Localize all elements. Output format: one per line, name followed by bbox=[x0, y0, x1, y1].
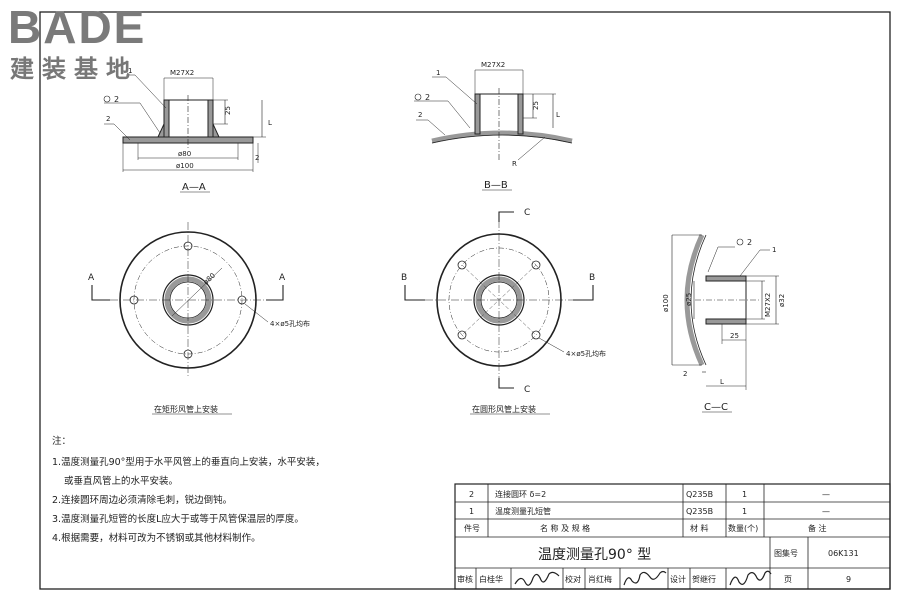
cc-title: C—C bbox=[704, 402, 728, 413]
check-name: 肖红梅 bbox=[588, 574, 612, 584]
aa-two: 2 bbox=[255, 154, 259, 162]
logo-main: BADE bbox=[8, 1, 147, 53]
bom-header-material: 材 料 bbox=[690, 523, 709, 533]
bom-header-remark: 备 注 bbox=[808, 523, 827, 533]
bom-row-2-name: 连接圆环 δ=2 bbox=[495, 489, 546, 499]
bb-title: B—B bbox=[484, 180, 508, 191]
bb-r: R bbox=[512, 160, 517, 168]
plan-round-duct: B B C C 4×ø5孔均布 在圆形风管上安装 bbox=[401, 208, 606, 415]
bom-row-2-material: Q235B bbox=[686, 490, 713, 499]
round-c-top: C bbox=[524, 208, 530, 218]
aa-lbl2: 2 bbox=[106, 115, 110, 123]
aa-thread: M27X2 bbox=[170, 69, 194, 77]
bb-lbl1: 1 bbox=[436, 69, 440, 77]
rect-d80: ø80 bbox=[202, 272, 217, 287]
note-3: 3.温度测量孔短管的长度L应大于或等于风管保温层的厚度。 bbox=[52, 514, 304, 525]
rect-a-left: A bbox=[88, 273, 95, 283]
round-c-bottom: C bbox=[524, 385, 530, 395]
cc-weld: 2 bbox=[747, 238, 752, 247]
bom-row-1-remark: — bbox=[822, 507, 830, 516]
rect-title: 在矩形风管上安装 bbox=[154, 404, 218, 414]
atlas-label: 图集号 bbox=[774, 548, 798, 558]
section-b-b: M27X2 25 L 1 2 2 R B—B bbox=[414, 61, 573, 191]
bom-table: 2 连接圆环 δ=2 Q235B 1 — 1 温度测量孔短管 Q235B 1 —… bbox=[457, 489, 859, 584]
page-no: 9 bbox=[846, 575, 851, 584]
section-c-c: ø100 ø25 M27X2 ø32 25 2 L 2 1 C—C bbox=[662, 233, 786, 413]
bb-lbl2: 2 bbox=[418, 111, 422, 119]
rect-a-right: A bbox=[279, 273, 286, 283]
review-label: 审核 bbox=[457, 574, 473, 584]
bb-h25: 25 bbox=[532, 101, 540, 110]
round-title: 在圆形风管上安装 bbox=[472, 404, 536, 414]
note-1: 1.温度测量孔90°型用于水平风管上的垂直向上安装，水平安装， bbox=[52, 457, 325, 468]
aa-l: L bbox=[268, 119, 272, 127]
aa-lbl1: 1 bbox=[128, 67, 132, 75]
notes: 注： 1.温度测量孔90°型用于水平风管上的垂直向上安装，水平安装， 或垂直风管… bbox=[52, 432, 352, 548]
check-label: 校对 bbox=[565, 574, 581, 584]
review-name: 白桂华 bbox=[479, 574, 503, 584]
cc-thread: M27X2 bbox=[764, 293, 772, 317]
page-label: 页 bbox=[784, 575, 792, 584]
cc-w25: 25 bbox=[730, 332, 739, 340]
bom-row-1-material: Q235B bbox=[686, 507, 713, 516]
cc-d32: ø32 bbox=[778, 294, 786, 307]
plan-rectangular-duct: A A ø80 4×ø5孔均布 在矩形风管上安装 bbox=[88, 222, 310, 415]
cc-d100: ø100 bbox=[662, 294, 670, 312]
bom-header-name: 名 称 及 规 格 bbox=[540, 523, 590, 533]
aa-weld: 2 bbox=[114, 95, 119, 104]
bom-row-1-name: 温度测量孔短管 bbox=[495, 506, 551, 516]
bom-row-1-qty: 1 bbox=[742, 507, 747, 516]
aa-d80: ø80 bbox=[178, 150, 191, 158]
bade-logo: BADE 建装基地 bbox=[8, 4, 178, 84]
bb-l: L bbox=[556, 111, 560, 119]
logo-sub: 建装基地 bbox=[10, 55, 138, 83]
title-block bbox=[454, 483, 891, 590]
design-name: 贺继行 bbox=[692, 574, 716, 584]
cc-lbl1: 1 bbox=[772, 246, 776, 254]
note-4: 4.根据需要，材料可改为不锈钢或其他材料制作。 bbox=[52, 533, 261, 544]
bb-thread: M27X2 bbox=[481, 61, 505, 69]
signatures bbox=[514, 570, 772, 586]
cc-d25: ø25 bbox=[685, 293, 693, 306]
atlas-no: 06K131 bbox=[828, 549, 859, 558]
design-label: 设计 bbox=[670, 574, 686, 584]
bb-weld: 2 bbox=[425, 93, 430, 102]
bom-header-qty: 数量(个) bbox=[728, 523, 758, 533]
drawing-title: 温度测量孔90° 型 bbox=[538, 547, 651, 563]
cc-l: L bbox=[720, 378, 724, 386]
bom-row-2-remark: — bbox=[822, 490, 830, 499]
aa-d100: ø100 bbox=[176, 162, 194, 170]
bom-row-2-qty: 1 bbox=[742, 490, 747, 499]
round-b-left: B bbox=[401, 273, 407, 283]
notes-heading: 注： bbox=[52, 436, 72, 447]
section-a-a: M27X2 25 L 2 ø80 ø100 1 2 2 A—A bbox=[103, 67, 272, 193]
rect-holes: 4×ø5孔均布 bbox=[270, 319, 310, 328]
bom-row-2-no: 2 bbox=[469, 490, 474, 499]
round-b-right: B bbox=[589, 273, 595, 283]
bom-row-1-no: 1 bbox=[469, 507, 474, 516]
round-holes: 4×ø5孔均布 bbox=[566, 349, 606, 358]
note-1-cont: 或垂直风管上的水平安装。 bbox=[64, 476, 179, 487]
note-2: 2.连接圆环周边必须清除毛刺，锐边倒钝。 bbox=[52, 495, 233, 506]
aa-title: A—A bbox=[182, 182, 206, 193]
aa-h25: 25 bbox=[224, 106, 232, 115]
cc-two: 2 bbox=[683, 370, 687, 378]
bom-header-no: 件号 bbox=[464, 523, 480, 533]
